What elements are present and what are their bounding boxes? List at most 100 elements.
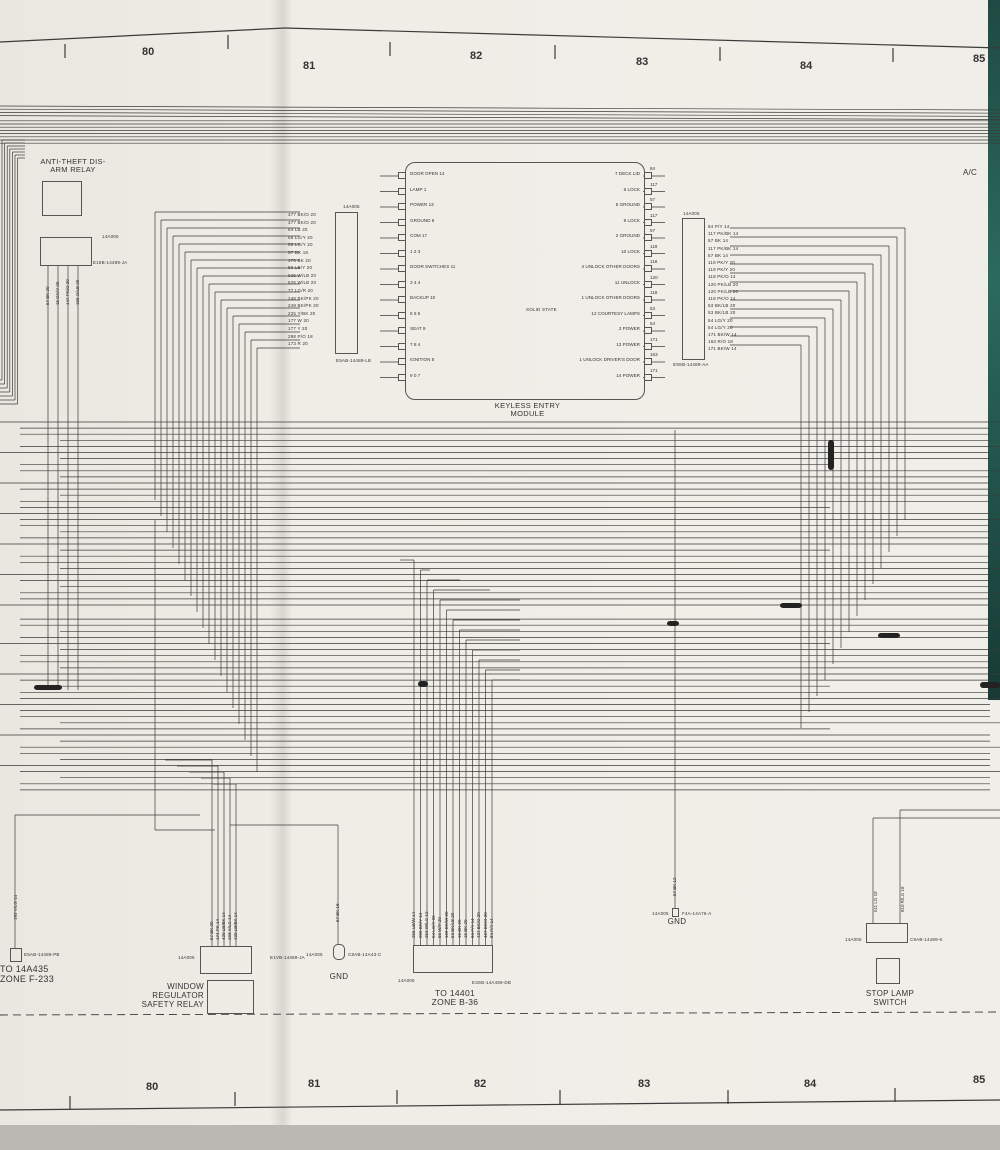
- anti-theft-connector: [40, 237, 92, 266]
- to-14401-wire: 169 BK/W 20: [443, 911, 449, 938]
- right-connector-wire: 120 PK/LB 20: [708, 288, 739, 294]
- left-connector-wire: 625 W/LB 20: [288, 272, 317, 278]
- to-14401-wire: 253 W/LG 12: [424, 911, 429, 938]
- to-14401-wire: 427 BK/O 20: [476, 912, 481, 938]
- zone-label-top: 85: [973, 53, 986, 65]
- module-right-wire-id: 163: [650, 352, 658, 357]
- to-14401-wire: 53 BK/LB 20: [450, 912, 455, 938]
- module-right-wire-id: 171: [650, 336, 658, 342]
- module-pin-terminal: [644, 265, 652, 272]
- left-connector-wire: 225 Y/BK 20: [288, 310, 316, 316]
- module-right-pin-label: 6 LOCK: [623, 186, 640, 192]
- module-pin-terminal: [398, 172, 406, 179]
- right-connector-wire: 84 P/Y 14: [708, 224, 730, 229]
- right-connector-wire: 119 PK/Y 20: [708, 267, 736, 273]
- module-left-pin-label: 7 8 4: [410, 341, 421, 347]
- module-pin-terminal: [644, 203, 652, 210]
- window-relay-symbol: [207, 980, 254, 1014]
- module-right-wire-id: 118: [650, 290, 658, 295]
- module-right-wire-id: 117: [650, 181, 658, 187]
- module-pin-terminal: [398, 187, 406, 195]
- right-connector-wire: 57 BK 14: [708, 252, 729, 258]
- to-14401-wire: 255 BK/Y 14: [417, 912, 423, 938]
- module-right-wire-id: 53: [650, 305, 656, 311]
- left-connector-wire: 56 LB/Y 20: [288, 265, 313, 271]
- module-right-pin-label: 11 UNLOCK: [614, 279, 640, 285]
- module-pin-terminal: [644, 249, 652, 257]
- ac-label: A/C: [963, 168, 977, 177]
- right-connector-wire: 53 BK/LB 20: [708, 310, 736, 316]
- module-left-pin-label: 5 6 5: [410, 310, 421, 316]
- harness-wire: [0, 115, 1000, 120]
- stop-lamp-line1: STOP LAMP: [865, 989, 915, 998]
- module-left-pin-label: LAMP 1: [410, 186, 427, 192]
- module-pin-terminal: [398, 234, 406, 241]
- window-relay-part: E1VB-14489-JA: [270, 955, 305, 960]
- to-14a435-part: E5AB-14489-PB: [24, 952, 60, 957]
- right-connector-wire: 117 PK/BK 14: [708, 245, 739, 251]
- right-connector-wire: 54 LG/Y 20: [708, 317, 733, 323]
- zone-label-bottom: 81: [308, 1078, 321, 1090]
- left-connector-wire: 57 BK 18: [288, 250, 309, 255]
- module-right-wire-id: 119: [650, 243, 658, 249]
- stop-lamp-switch-symbol: [876, 958, 900, 984]
- anti-theft-connector-id: 14A005: [102, 234, 119, 239]
- anti-theft-wire: 57 BK 20: [45, 286, 50, 305]
- module-pin-terminal: [398, 203, 406, 210]
- module-pin-terminal: [398, 265, 406, 272]
- background-edge: [988, 0, 1000, 700]
- module-left-pin-label: IGNITION 8: [410, 357, 435, 362]
- module-pin-terminal: [398, 218, 406, 226]
- zone-label-bottom: 84: [804, 1078, 817, 1090]
- ground-83-label: GND: [667, 917, 687, 926]
- ground-81-label: GND: [329, 972, 349, 981]
- window-relay-wire: 193 Y/LG 14: [227, 914, 232, 940]
- anti-theft-wire: 165 O/LB 20: [75, 279, 80, 305]
- left-connector-wire: 77 LG/R 20: [288, 288, 314, 293]
- ground-81-eyelet: [333, 944, 345, 960]
- window-relay-wire: 420 LB/BK 14: [221, 912, 226, 940]
- right-connector-wire: 119 PK/Y 20: [708, 260, 736, 265]
- module-right-pin-label: 12 COURTESY LAMPS: [591, 310, 640, 316]
- right-connector-wire: 118 PK/O 14: [708, 274, 736, 280]
- left-connector-wire: 176 BK 20: [288, 257, 311, 263]
- left-connector-wire: 298 P/O 18: [288, 333, 313, 339]
- right-connector-wire: 53 BK/LB 20: [708, 303, 736, 309]
- harness-wire: [0, 105, 1000, 111]
- left-connector-part: E5AB-14489-LB: [336, 358, 372, 363]
- module-left-pin-label: 3 4 4: [410, 279, 421, 285]
- ground-83-part: F4A-14A76-A: [682, 911, 712, 916]
- window-relay-connector: [200, 946, 252, 974]
- module-left-pin-label: 9 0 7: [410, 372, 421, 378]
- module-pin-terminal: [398, 373, 406, 381]
- left-connector-wire: 64 LB 20: [288, 227, 308, 233]
- splice-marker: [980, 682, 1000, 688]
- window-relay-wire: 420 LB/BK 14: [233, 912, 238, 940]
- module-pin-terminal: [644, 296, 652, 303]
- connector-14401: [413, 945, 493, 973]
- splice-marker: [667, 621, 679, 626]
- module-pin-terminal: [644, 373, 652, 381]
- left-connector-body: [335, 212, 358, 354]
- left-connector-wire: 177 Y 20: [288, 326, 308, 331]
- zone-label-bottom: 83: [638, 1078, 651, 1090]
- left-connector-wire: 56 LG/Y 20: [288, 242, 313, 248]
- module-right-pin-label: 4 UNLOCK OTHER DOORS: [581, 264, 640, 269]
- stop-lamp-wire-1: 511 LG 18: [873, 891, 878, 912]
- to-14401-wire: 54 LG/Y 20: [430, 915, 436, 938]
- module-right-wire-id: 120: [650, 274, 658, 280]
- module-right-wire-id: 84: [650, 166, 656, 171]
- zone-label-top: 80: [142, 46, 155, 58]
- module-pin-terminal: [398, 342, 406, 350]
- harness-wire: [0, 112, 1000, 117]
- module-right-pin-label: 13 POWER: [616, 341, 640, 347]
- zone-label-top: 84: [800, 60, 813, 72]
- ground-81-connector: 14A005: [306, 952, 323, 957]
- module-right-pin-label: 5 GROUND: [615, 202, 640, 207]
- zone-label-top: 83: [636, 56, 649, 68]
- right-connector-wire: 118 PK/O 14: [708, 296, 736, 301]
- ground-81-part: C8AB-14A43-C: [348, 952, 382, 957]
- module-pin-terminal: [398, 311, 406, 319]
- left-connector-wire: 477 BK/O 20: [288, 219, 316, 225]
- anti-theft-relay-symbol: [42, 181, 82, 216]
